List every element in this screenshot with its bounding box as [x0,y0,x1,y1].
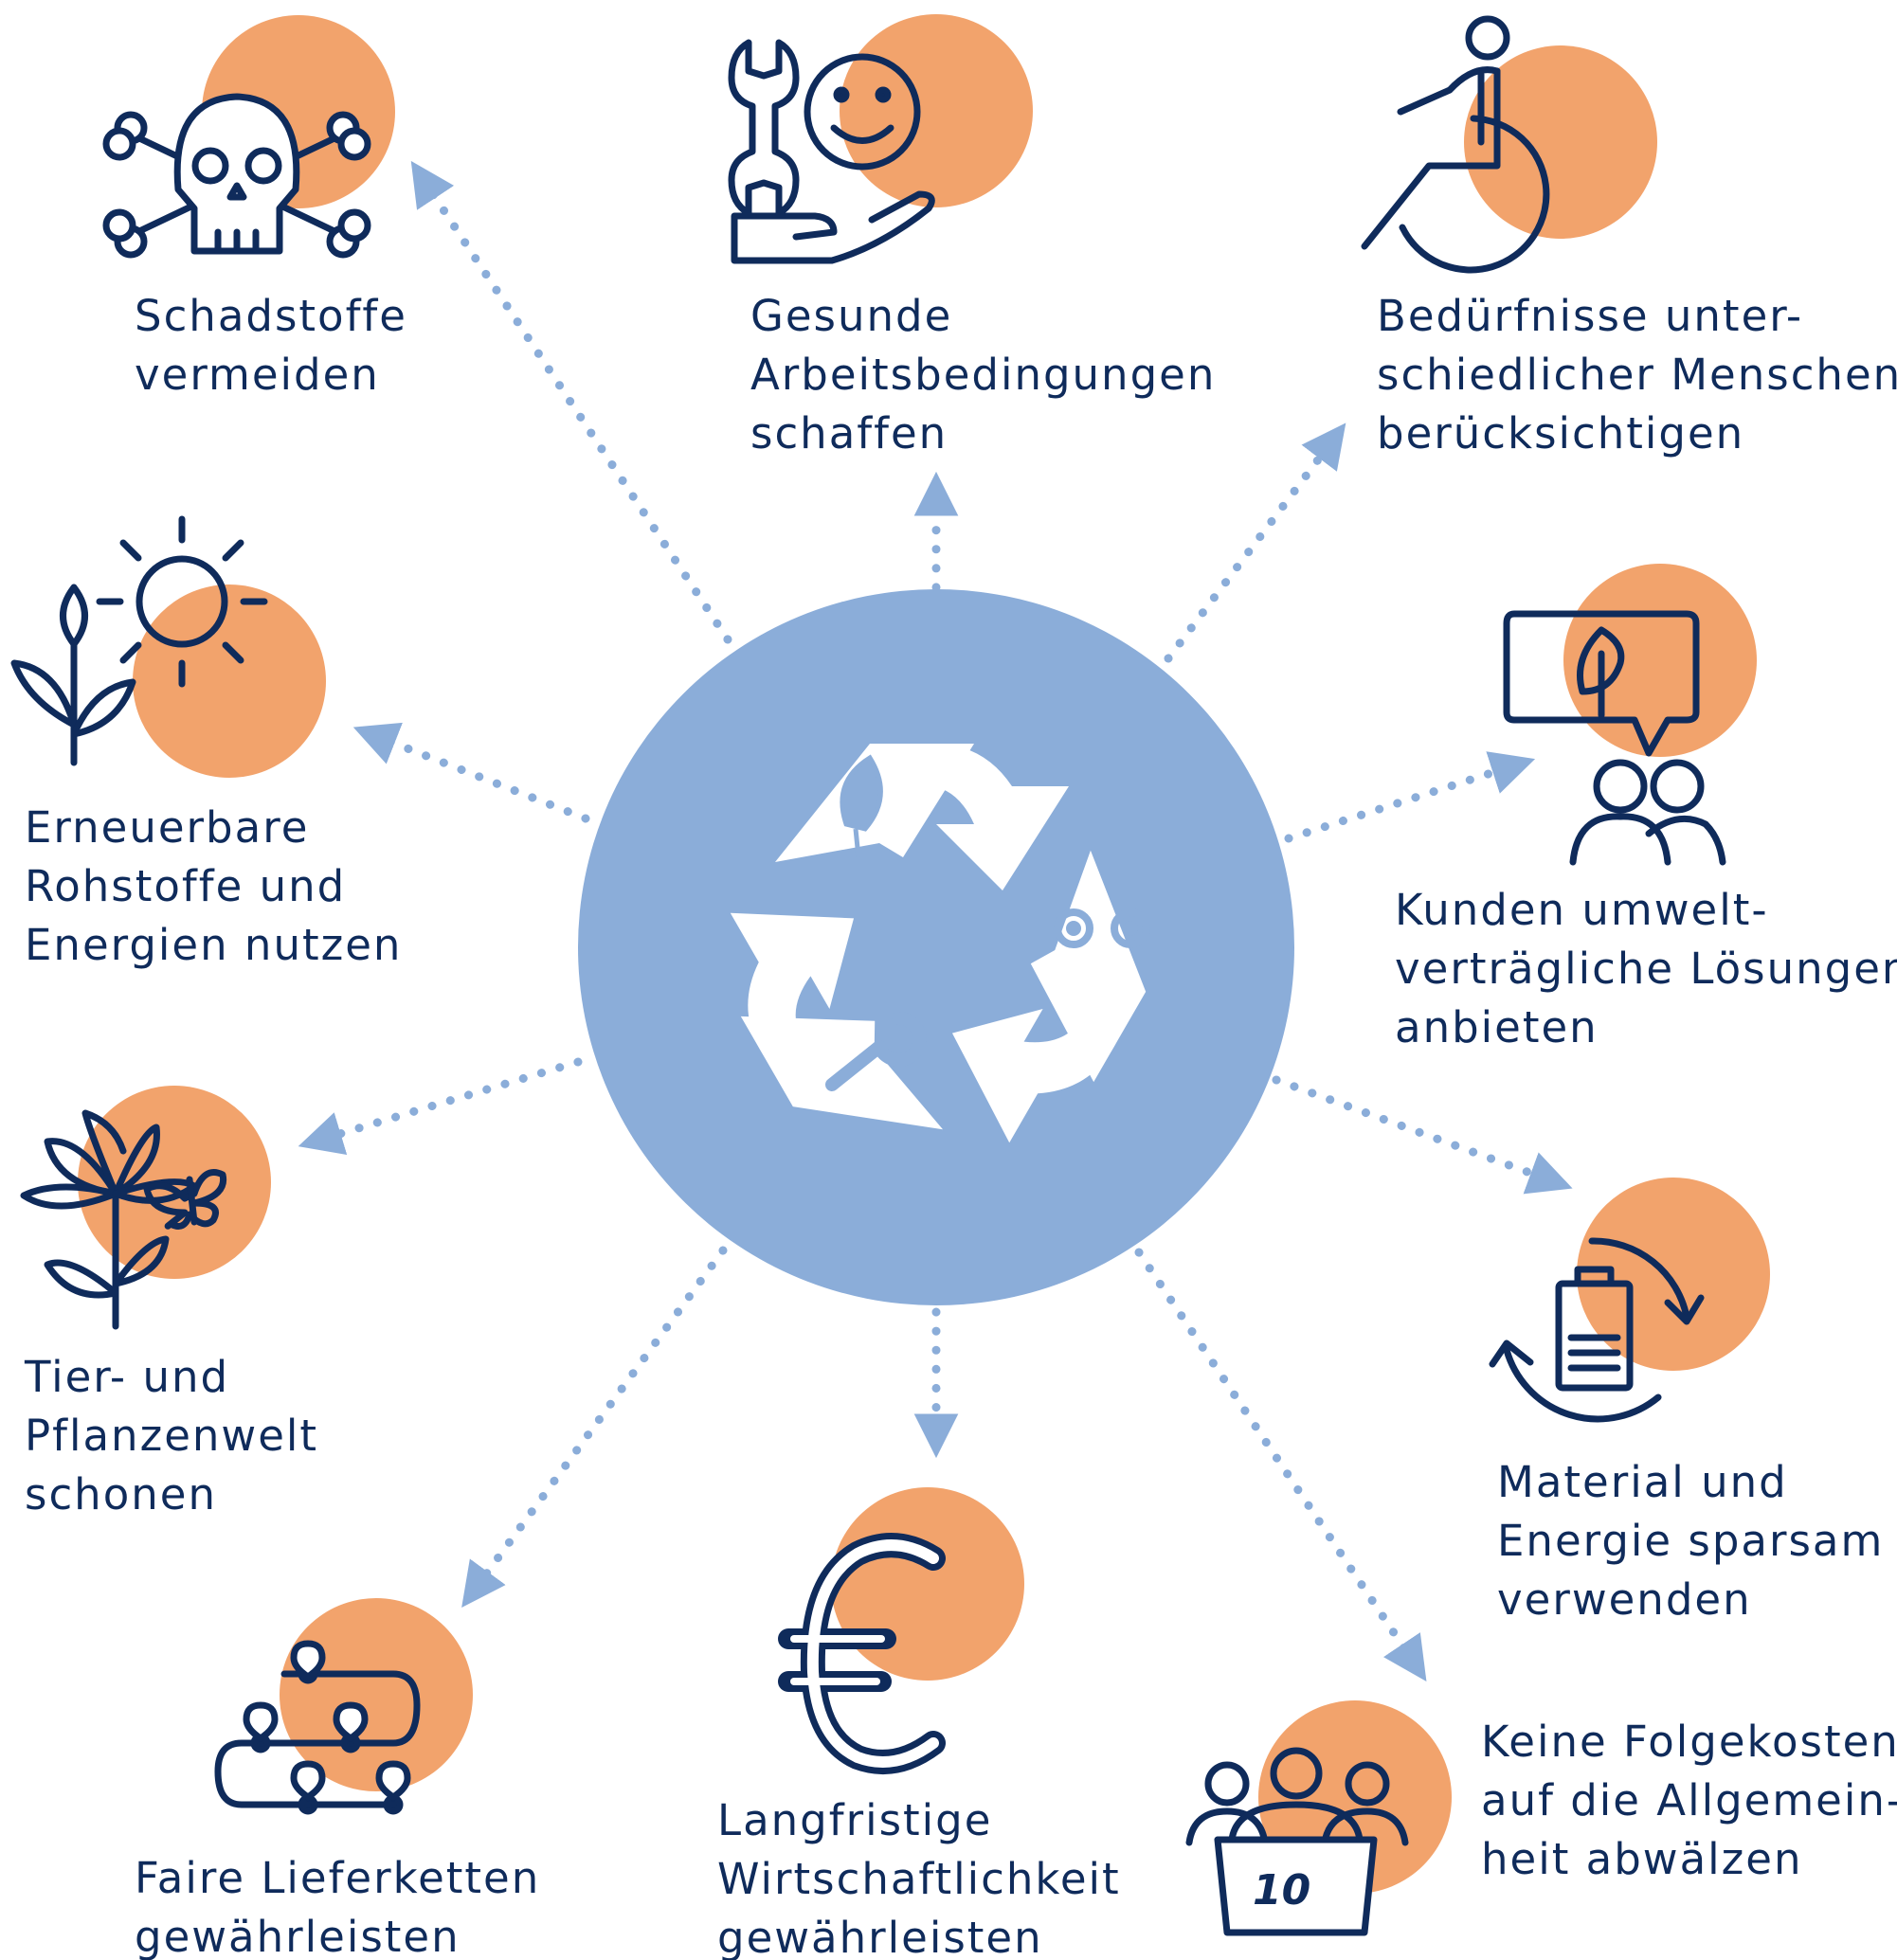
label-line: Langfristige [717,1795,993,1845]
arrow-tierpflanzen [298,1057,583,1156]
label-line: Arbeitsbedingungen [750,350,1217,400]
label-line: Pflanzenwelt [25,1411,319,1461]
bucket-badge: 10 [1253,1866,1310,1915]
label-folgekosten: Keine Folgekosten auf die Allgemein- hei… [1481,1713,1897,1889]
euro-icon [778,1533,946,1774]
label-line: Energie sparsam [1497,1516,1885,1566]
label-line: auf die Allgemein- [1481,1775,1897,1825]
label-line: verträgliche Lösungen [1395,944,1897,994]
leaf-motif-icon [840,754,883,858]
label-tierpflanzen: Tier- und Pflanzenwelt schonen [25,1348,318,1524]
label-line: schiedlicher Menschen [1377,350,1897,400]
speech-bubble-leaf-people-icon [1503,610,1726,866]
flower-butterfly-icon [20,1109,227,1330]
accent-circle [1577,1178,1770,1371]
label-line: schonen [25,1469,217,1519]
connector-arrows [298,160,1573,1681]
arrow-schadstoffe [410,160,732,644]
label-line: heit abwälzen [1481,1834,1803,1884]
owl-motif-icon [1054,908,1150,948]
arrow-material [1272,1075,1573,1195]
label-erneuerbare: Erneuerbare Rohstoffe und Energien nutze… [25,799,402,975]
label-line: Rohstoffe und [25,861,347,911]
label-material: Material und Energie sparsam verwenden [1497,1453,1884,1629]
label-line: verwenden [1497,1574,1752,1625]
center-circle [578,589,1294,1305]
label-line: gewährleisten [717,1913,1043,1960]
arrow-erneuerbare [352,722,590,823]
label-beduerfnisse: Bedürfnisse unter- schiedlicher Menschen… [1377,287,1897,463]
accent-circle [1464,45,1657,239]
label-line: Energien nutzen [25,920,403,970]
label-line: Schadstoffe [135,291,407,341]
label-line: Material und [1497,1457,1788,1507]
label-line: Kunden umwelt- [1395,885,1769,935]
group-bucket-icon: 10 [1185,1747,1409,1936]
label-wirtschaftlichkeit: Langfristige Wirtschaftlichkeit gewährle… [717,1791,1121,1960]
skull-crossbones-icon [102,93,371,259]
battery-cycle-icon [1489,1237,1705,1423]
label-line: Wirtschaftlichkeit [717,1854,1121,1904]
recycle-symbol-icon [730,744,1150,1143]
accent-circle [840,14,1033,207]
arrow-folgekosten [1134,1248,1427,1681]
label-lieferketten: Faire Lieferketten gewährleisten [135,1849,540,1960]
label-line: schaffen [750,408,948,459]
arrow-kunden [1284,751,1536,843]
label-line: Gesunde [750,291,953,341]
center-recycle [578,589,1294,1305]
label-line: berücksichtigen [1377,408,1745,459]
route-pins-icon [214,1640,421,1815]
label-line: Faire Lieferketten [135,1853,541,1903]
accent-circle [831,1487,1024,1681]
label-line: vermeiden [135,350,380,400]
wheelchair-icon [1361,15,1550,274]
label-arbeitsbedingungen: Gesunde Arbeitsbedingungen schaffen [750,287,1216,463]
label-schadstoffe: Schadstoffe vermeiden [135,287,407,405]
label-line: Tier- und [25,1352,230,1402]
label-kunden: Kunden umwelt- verträgliche Lösungen anb… [1395,881,1897,1057]
plant-sun-icon [10,515,268,766]
label-line: Keine Folgekosten [1481,1717,1897,1767]
label-line: anbieten [1395,1002,1599,1052]
arrow-lieferketten [461,1246,728,1608]
wrench-motif-icon [825,1011,927,1091]
arrow-beduerfnisse [1164,423,1346,663]
label-line: Erneuerbare [25,802,310,853]
wrench-smile-hand-icon [728,39,935,264]
label-line: gewährleisten [135,1912,461,1960]
label-line: Bedürfnisse unter- [1377,291,1804,341]
accent-circle [133,584,326,778]
